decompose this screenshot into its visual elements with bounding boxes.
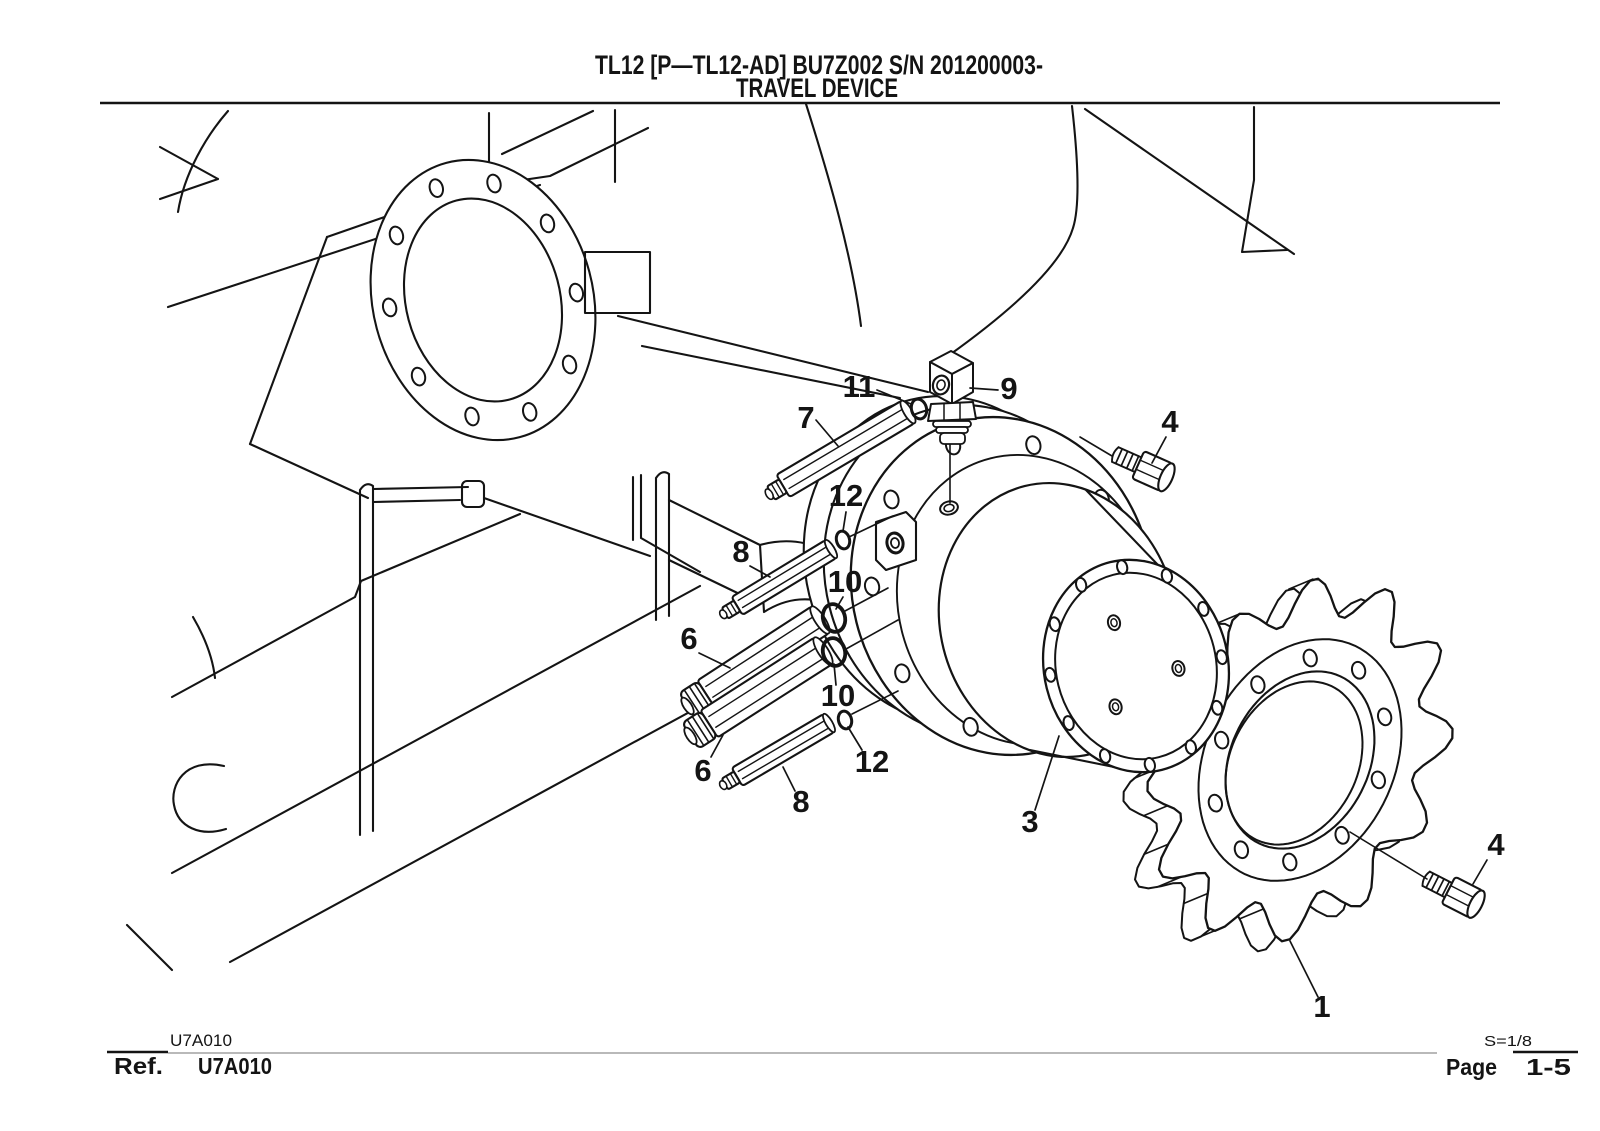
- callout-label-11: 11: [843, 369, 876, 404]
- page-header: TL12 [P—TL12-AD] BU7Z002 S/N 201200003- …: [100, 50, 1500, 105]
- callout-leader-1: [1289, 940, 1319, 998]
- footer-ref-value: U7A010: [198, 1053, 272, 1079]
- callout-label-8: 8: [792, 784, 809, 819]
- callout-label-1: 1: [1313, 989, 1330, 1024]
- footer-page-value: 1-5: [1526, 1054, 1571, 1080]
- callout-label-7: 7: [797, 400, 814, 435]
- callout-label-6: 6: [694, 753, 711, 788]
- callout-label-12: 12: [855, 744, 889, 779]
- pin-part: [718, 538, 839, 620]
- callout-label-6: 6: [680, 621, 697, 656]
- callout-leader-4: [1472, 859, 1488, 885]
- pin-part: [718, 712, 836, 791]
- callout-label-12: 12: [829, 478, 863, 513]
- callout-leader-10: [835, 596, 844, 610]
- bolt-part-4: [1421, 870, 1486, 919]
- callout-leader-12: [847, 726, 863, 751]
- callout-leader-8: [782, 766, 796, 792]
- callout-leader-6: [710, 734, 724, 758]
- page-title: TRAVEL DEVICE: [736, 73, 898, 103]
- callout-label-3: 3: [1021, 804, 1038, 839]
- callout-label-10: 10: [821, 678, 855, 713]
- callout-leader-9: [969, 387, 999, 391]
- page-footer: U7A010 S=1/8 Ref. U7A010 Page 1-5: [107, 1031, 1578, 1080]
- o-ring-10: [820, 602, 848, 634]
- pin-part: [764, 399, 917, 501]
- callout-leader-12: [842, 511, 847, 532]
- callout-label-4: 4: [1487, 827, 1505, 862]
- callout-label-8: 8: [732, 534, 749, 569]
- callout-leader-11: [876, 389, 912, 405]
- callout-leader-10: [833, 663, 837, 686]
- header-model-line: TL12 [P—TL12-AD] BU7Z002 S/N 201200003-: [595, 50, 1043, 80]
- footer-page-label: Page: [1446, 1054, 1497, 1080]
- callout-leader-7: [815, 419, 839, 447]
- callout-leader-6: [698, 652, 731, 669]
- callout-layer: 11 9 7 4 12 8 10 6 10 6 12 8 3 1 4: [680, 369, 1505, 1024]
- fitting-part-9: [927, 350, 977, 445]
- footer-doc-code-small: U7A010: [170, 1031, 232, 1050]
- o-ring-12: [834, 529, 852, 551]
- callout-label-9: 9: [1000, 371, 1017, 406]
- footer-scale-note: S=1/8: [1484, 1033, 1532, 1050]
- callout-label-10: 10: [828, 564, 862, 599]
- o-ring-12: [836, 709, 854, 731]
- o-ring-10: [820, 636, 848, 668]
- callout-leader-4: [1151, 436, 1167, 464]
- callout-label-4: 4: [1161, 404, 1179, 439]
- exploded-assembly: [680, 350, 1486, 953]
- machine-frame: [125, 102, 1296, 972]
- callout-leader-8: [749, 565, 771, 578]
- callout-leader-3: [1034, 735, 1060, 811]
- footer-ref-label: Ref.: [114, 1053, 163, 1079]
- bolt-part-4: [1111, 446, 1176, 493]
- o-ring-11: [909, 397, 929, 421]
